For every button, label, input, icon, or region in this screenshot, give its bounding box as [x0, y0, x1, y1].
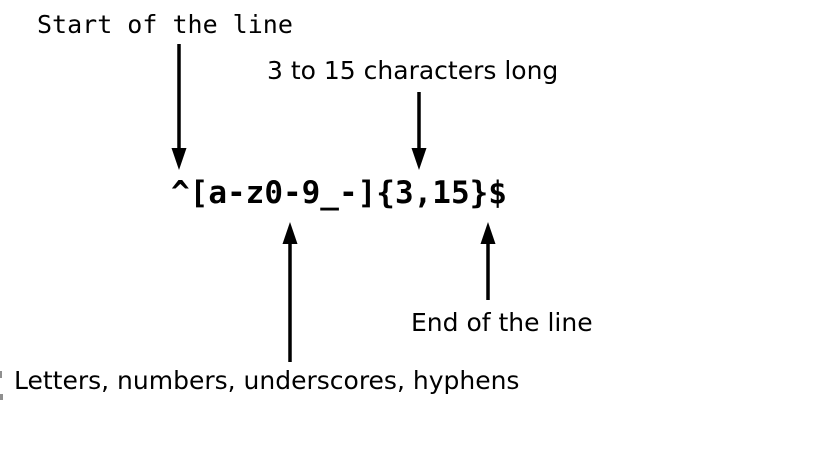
label-start-of-line: Start of the line	[37, 10, 293, 39]
label-charset: Letters, numbers, underscores, hyphens	[14, 366, 520, 395]
arrow-up-charset-icon	[282, 222, 298, 362]
label-end-of-line: End of the line	[411, 308, 593, 337]
left-edge-artifact-top	[0, 371, 2, 378]
left-edge-artifact-bottom	[0, 394, 3, 400]
arrow-down-length-icon	[411, 92, 427, 170]
label-length: 3 to 15 characters long	[267, 56, 559, 85]
arrow-down-start-of-line-icon	[171, 44, 187, 170]
arrow-up-end-of-line-icon	[480, 222, 496, 300]
regex-pattern: ^[a-z0-9_-]{3,15}$	[171, 175, 507, 211]
